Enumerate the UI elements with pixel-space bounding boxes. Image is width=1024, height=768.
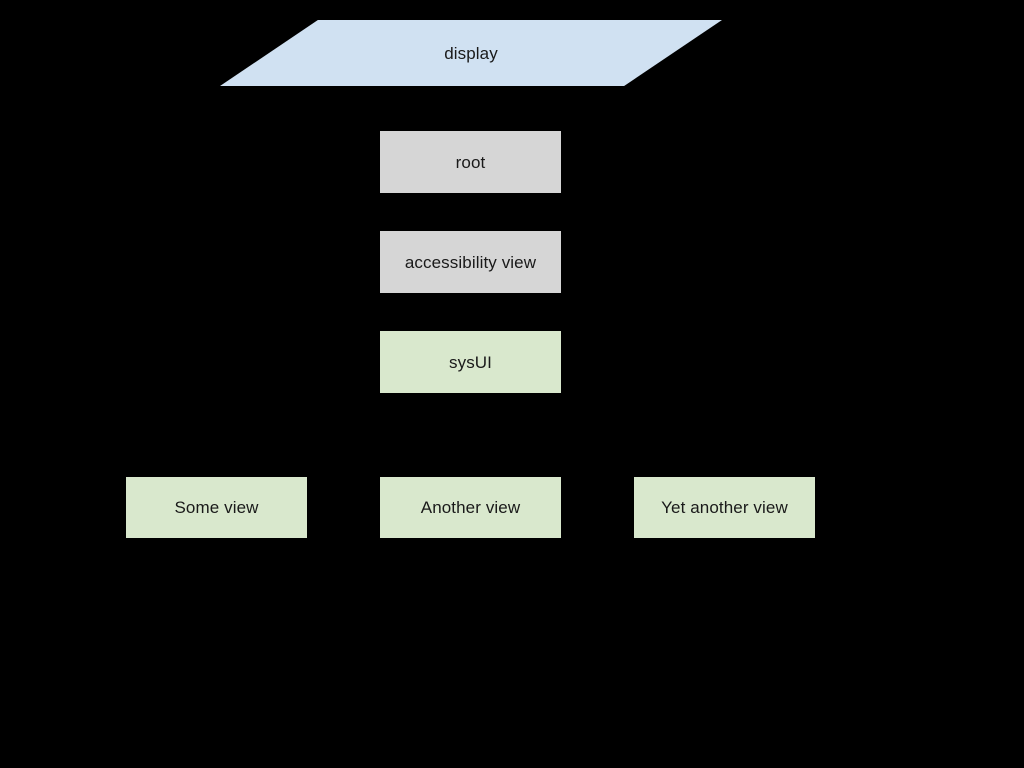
node-some-view[interactable]: Some view: [126, 477, 307, 538]
node-accessibility-view-label: accessibility view: [404, 252, 537, 272]
node-another-view-label: Another view: [420, 498, 521, 517]
node-yet-another-view-label: Yet another view: [661, 498, 788, 517]
node-accessibility-view[interactable]: accessibility view: [380, 231, 561, 293]
node-some-view-label: Some view: [174, 498, 259, 517]
node-root[interactable]: root: [380, 131, 561, 193]
node-display[interactable]: display: [220, 20, 722, 86]
node-another-view[interactable]: Another view: [380, 477, 561, 538]
display-parallelogram-shape: [220, 20, 722, 86]
node-root-label: root: [455, 152, 486, 172]
node-yet-another-view[interactable]: Yet another view: [634, 477, 815, 538]
node-display-label: display: [444, 43, 498, 63]
node-sysui[interactable]: sysUI: [380, 331, 561, 393]
node-sysui-label: sysUI: [449, 352, 492, 372]
